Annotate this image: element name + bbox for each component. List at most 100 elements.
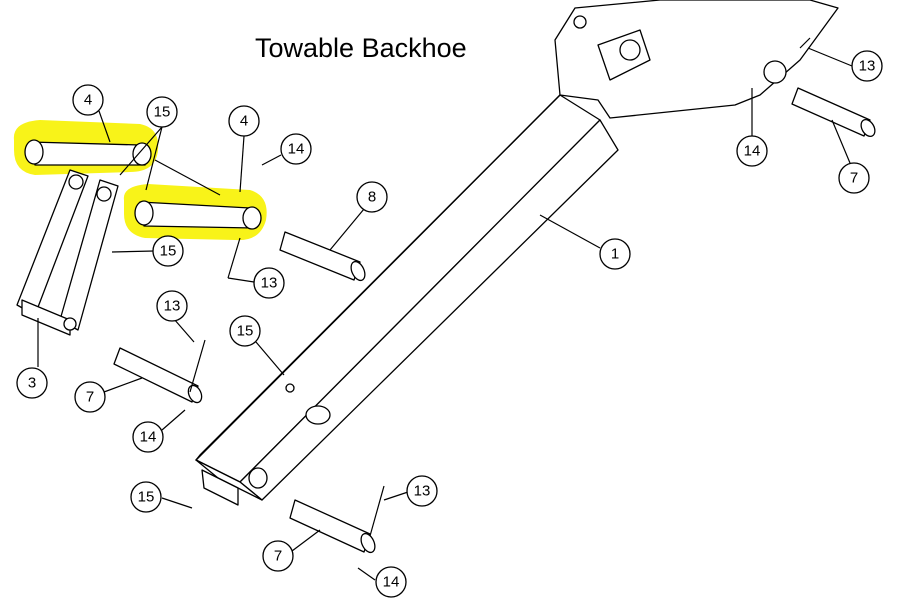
- leader-13a: [227, 277, 255, 283]
- leader-15a-2: [145, 126, 163, 191]
- beam-front-face: [239, 119, 619, 501]
- pin-7-lower-end: [360, 532, 376, 554]
- svg-text:7: 7: [274, 548, 282, 565]
- svg-text:15: 15: [154, 104, 171, 121]
- link-bar-4-upper: [24, 139, 152, 166]
- link-hole-top-right: [96, 186, 112, 202]
- leader-8: [329, 208, 365, 251]
- callout-group: 4 15 4 14 8 15 13 1 13 15 3 7 14 15 13 7…: [16, 50, 883, 598]
- callout-13b: 13: [156, 290, 188, 322]
- pin-7-upper-right: [751, 37, 876, 138]
- leader-14b: [161, 409, 186, 431]
- callout-15b: 15: [152, 235, 184, 267]
- svg-text:3: 3: [28, 375, 36, 392]
- leader-lines: [37, 47, 853, 581]
- callout-4a: 4: [72, 84, 104, 116]
- callout-7b: 7: [262, 540, 294, 572]
- svg-text:7: 7: [86, 389, 94, 406]
- callout-13d: 13: [851, 50, 883, 82]
- leader-7a: [103, 377, 143, 393]
- mount-plate-hole-top: [573, 15, 587, 29]
- leader-14c: [357, 567, 376, 581]
- pin-7-left-body: [113, 347, 199, 403]
- mount-plate-hole-right: [763, 60, 787, 84]
- callout-13c: 13: [406, 475, 438, 507]
- callout-14a: 14: [280, 133, 312, 165]
- svg-text:15: 15: [237, 323, 254, 340]
- beam-hole-upper: [305, 405, 331, 425]
- beam-top-face: [195, 89, 566, 461]
- pin-13-mid: [227, 237, 241, 279]
- callout-14d: 14: [736, 135, 768, 167]
- svg-text:4: 4: [240, 113, 248, 130]
- leader-13c: [383, 491, 409, 501]
- link-assembly-3: [16, 169, 119, 336]
- link-bar-4-lower: [134, 200, 262, 230]
- leader-13d: [807, 47, 853, 67]
- svg-text:14: 14: [744, 143, 761, 160]
- callout-14c: 14: [375, 566, 407, 598]
- link-bar-lower-end-left: [134, 200, 154, 226]
- callout-15c: 15: [229, 315, 261, 347]
- beam-end-opening: [201, 469, 239, 506]
- top-mount-plate: [554, 0, 839, 119]
- leader-4b: [239, 135, 245, 193]
- link-bar-upper-end-left: [24, 139, 44, 165]
- pin-7-left: [113, 339, 206, 404]
- leader-15a: [119, 126, 163, 176]
- pin-13-upper-right: [799, 37, 811, 49]
- leader-13b: [173, 318, 195, 343]
- leader-15c: [255, 341, 285, 376]
- pin-8-end: [350, 260, 366, 282]
- callout-7c: 7: [838, 162, 870, 194]
- callout-15a: 15: [146, 96, 178, 128]
- leader-4b-2: [154, 159, 221, 196]
- leader-7c: [831, 119, 851, 164]
- pin-7-body: [791, 87, 871, 137]
- svg-text:4: 4: [84, 92, 92, 109]
- svg-text:15: 15: [160, 243, 177, 260]
- svg-text:15: 15: [138, 489, 155, 506]
- link-bottom-pin: [21, 299, 71, 336]
- pin-13-left: [189, 339, 206, 393]
- svg-text:8: 8: [368, 189, 376, 206]
- svg-text:13: 13: [414, 483, 431, 500]
- leader-4a: [98, 110, 111, 143]
- pin-13-lower: [369, 485, 385, 537]
- pin-8-body: [279, 231, 361, 281]
- callout-4b: 4: [228, 105, 260, 137]
- leader-14a: [261, 154, 282, 166]
- svg-text:1: 1: [611, 246, 619, 263]
- svg-text:14: 14: [288, 141, 305, 158]
- link-hole-bottom: [63, 317, 77, 331]
- leader-7b: [291, 529, 321, 552]
- leader-1: [539, 214, 601, 249]
- callout-7a: 7: [74, 381, 106, 413]
- callout-3: 3: [16, 367, 48, 399]
- svg-text:14: 14: [383, 574, 400, 591]
- callout-1: 1: [599, 238, 631, 270]
- beam-bolt-15: [285, 383, 295, 393]
- svg-text:7: 7: [850, 170, 858, 187]
- main-beam: [195, 89, 619, 506]
- callout-14b: 14: [132, 421, 164, 453]
- diagram-title: Towable Backhoe: [255, 33, 467, 63]
- link-bar-upper-body: [29, 141, 146, 166]
- pin-7-lower-body: [289, 499, 371, 553]
- svg-text:13: 13: [859, 58, 876, 75]
- pin-7-lower: [227, 237, 385, 554]
- callout-8: 8: [356, 181, 388, 213]
- mount-plate-hole-left: [619, 39, 641, 61]
- beam-hole-lower: [248, 467, 268, 489]
- pin-7-end: [860, 118, 876, 138]
- svg-text:13: 13: [164, 298, 181, 315]
- link-hole-top-left: [68, 174, 84, 190]
- pin-8: [279, 231, 366, 282]
- svg-text:13: 13: [261, 275, 278, 292]
- beam-end-square: [195, 459, 263, 501]
- callout-15d: 15: [130, 481, 162, 513]
- leader-15d: [161, 497, 193, 509]
- callout-13a: 13: [253, 267, 285, 299]
